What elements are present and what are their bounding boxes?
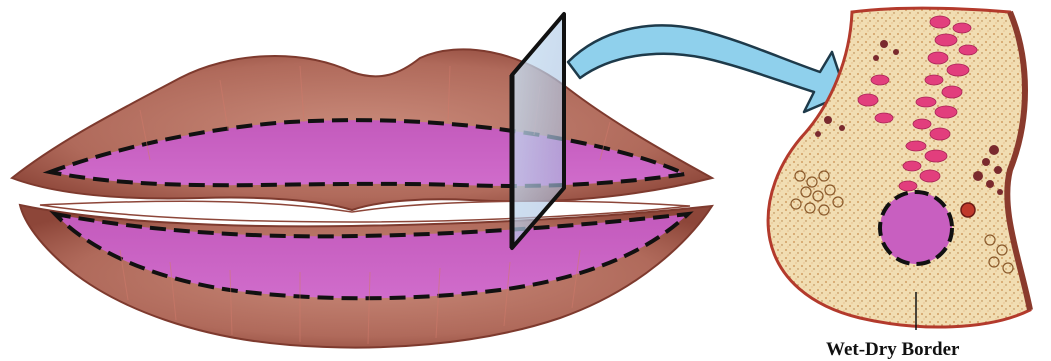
lips-illustration [12,49,712,347]
curved-arrow-icon [568,25,846,112]
tissue-cross-section [768,8,1030,330]
section-outline [768,8,1030,327]
wet-dry-border-label: Wet-Dry Border [826,339,960,360]
wet-dry-region [880,192,952,264]
vessel-dot [961,203,975,217]
